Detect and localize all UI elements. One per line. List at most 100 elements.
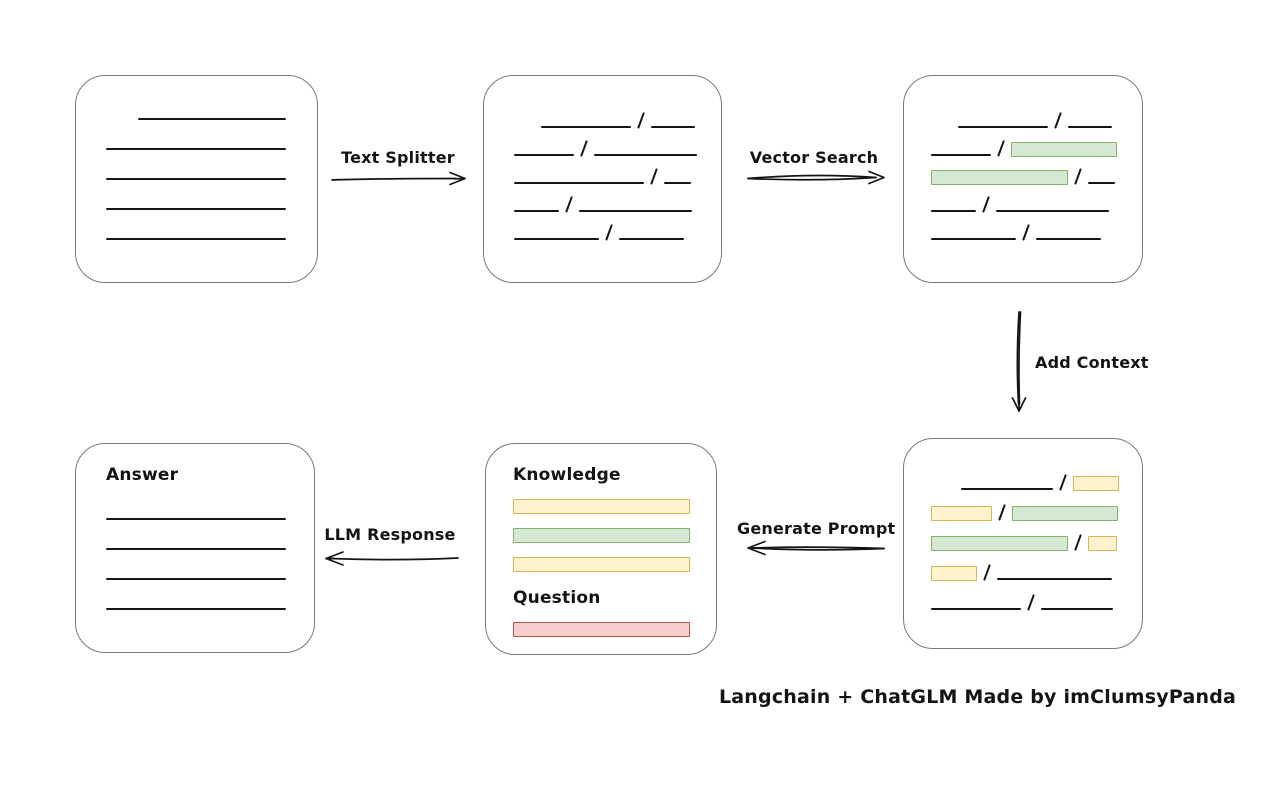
chunk-row: [931, 157, 1142, 185]
retrieved-chunks-box: [903, 75, 1143, 283]
chunk-row: [106, 91, 317, 121]
slash-separator: [650, 168, 659, 185]
chunk-row: [514, 101, 721, 129]
text-line: [106, 608, 286, 610]
chunk-row: [931, 581, 1142, 611]
chunk-row: [513, 608, 716, 637]
slash-separator: [1054, 112, 1063, 129]
arrow-down-icon: [1011, 311, 1027, 412]
chunk-row: [514, 185, 721, 213]
slash-separator: [1074, 168, 1083, 185]
yellow-highlight-chip: [1073, 476, 1120, 491]
document-lines: [106, 91, 317, 241]
text-line: [106, 178, 286, 180]
text-line: [961, 488, 1053, 490]
yellow-highlight-chip: [931, 566, 977, 581]
chunk-row: [513, 485, 716, 514]
yellow-highlight-chip: [931, 506, 992, 521]
yellow-highlight-bar: [513, 557, 690, 572]
text-line: [514, 154, 574, 156]
text-line: [138, 118, 286, 120]
text-line: [106, 208, 286, 210]
llm-response-label: LLM Response: [324, 525, 456, 544]
retrieved-chunk-lines: [931, 101, 1142, 241]
text-line: [1036, 238, 1102, 240]
split-chunks-box: [483, 75, 722, 283]
text-line: [664, 182, 692, 184]
text-line: [106, 238, 286, 240]
text-line: [514, 238, 599, 240]
vector-search-label: Vector Search: [749, 148, 879, 167]
text-line: [514, 210, 559, 212]
chunk-row: [106, 121, 317, 151]
add-context-label: Add Context: [1035, 353, 1149, 372]
green-highlight-chip: [1012, 506, 1119, 521]
chunk-row: [106, 521, 314, 551]
yellow-highlight-chip: [1088, 536, 1118, 551]
chunk-row: [931, 461, 1142, 491]
text-line: [1068, 126, 1113, 128]
text-line: [931, 608, 1021, 610]
arrow-left-icon: [747, 540, 885, 556]
chunk-row: [106, 181, 317, 211]
text-line: [106, 578, 286, 580]
red-highlight-bar: [513, 622, 690, 637]
chunk-lines: [514, 101, 721, 241]
arrow-right-icon: [747, 170, 885, 185]
slash-separator: [1074, 534, 1083, 551]
green-highlight-bar: [513, 528, 690, 543]
slash-separator: [637, 112, 646, 129]
question-bar: [513, 608, 716, 637]
text-line: [1088, 182, 1116, 184]
text-line: [996, 210, 1110, 212]
chunk-row: [931, 129, 1142, 157]
slash-separator: [997, 140, 1006, 157]
text-line: [651, 126, 696, 128]
answer-box: Answer: [75, 443, 315, 653]
context-chunk-lines: [931, 461, 1142, 611]
knowledge-bars: [513, 485, 716, 572]
chunk-row: [931, 101, 1142, 129]
document-box: [75, 75, 318, 283]
green-highlight-chip: [931, 536, 1068, 551]
slash-separator: [565, 196, 574, 213]
slash-separator: [1022, 224, 1031, 241]
green-highlight-chip: [1011, 142, 1118, 157]
chunk-row: [931, 185, 1142, 213]
green-highlight-chip: [931, 170, 1068, 185]
caption: Langchain + ChatGLM Made by imClumsyPand…: [718, 686, 1237, 708]
chunk-row: [514, 129, 721, 157]
text-line: [619, 238, 685, 240]
text-splitter-label: Text Splitter: [341, 148, 455, 167]
text-line: [958, 126, 1048, 128]
chunk-row: [514, 157, 721, 185]
text-line: [579, 210, 693, 212]
slash-separator: [1027, 594, 1036, 611]
generate-prompt-label: Generate Prompt: [737, 519, 896, 538]
context-chunks-box: [903, 438, 1143, 649]
chunk-row: [513, 543, 716, 572]
knowledge-label: Knowledge: [513, 465, 621, 485]
chunk-row: [106, 151, 317, 181]
slash-separator: [983, 564, 992, 581]
chunk-row: [931, 213, 1142, 241]
yellow-highlight-bar: [513, 499, 690, 514]
text-line: [106, 148, 286, 150]
chunk-row: [931, 551, 1142, 581]
answer-label: Answer: [106, 465, 179, 485]
text-line: [106, 518, 286, 520]
text-line: [931, 238, 1016, 240]
text-line: [541, 126, 631, 128]
answer-lines: [106, 491, 314, 611]
chunk-row: [514, 213, 721, 241]
question-label: Question: [513, 588, 601, 608]
chunk-row: [513, 514, 716, 543]
slash-separator: [982, 196, 991, 213]
chunk-row: [931, 521, 1142, 551]
text-line: [931, 154, 991, 156]
slash-separator: [605, 224, 614, 241]
prompt-box: Knowledge Question: [485, 443, 717, 655]
text-line: [594, 154, 698, 156]
chunk-row: [106, 551, 314, 581]
